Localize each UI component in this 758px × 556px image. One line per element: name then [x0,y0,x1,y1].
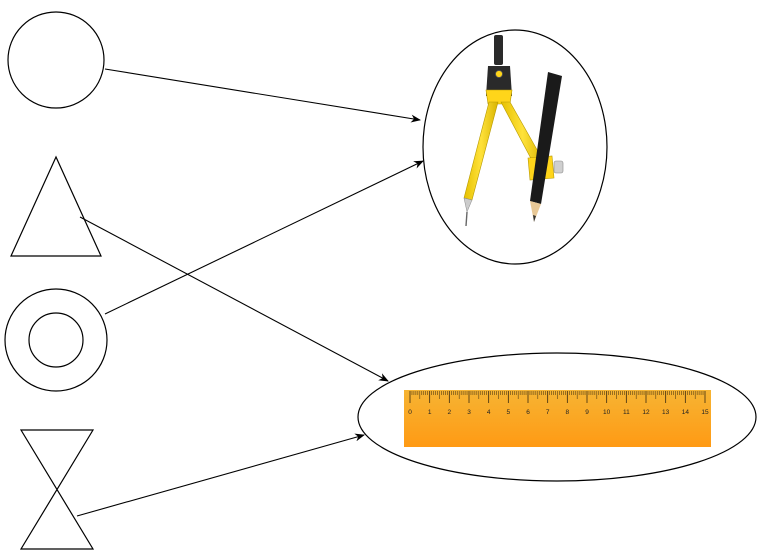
ruler-tick-label: 9 [585,409,589,416]
ruler-tick-label: 4 [487,409,491,416]
ruler-tick-label: 3 [467,409,471,416]
arrow-triangle-to-ruler [79,216,389,382]
ruler-tick-label: 5 [507,409,511,416]
ruler-tick-label: 11 [623,409,630,416]
arrow-concentric-to-compass [104,160,424,315]
ruler-tick-label: 10 [603,409,611,416]
concentric-circles-shape [4,288,108,392]
ruler-ellipse [357,352,757,482]
ruler-tick-label: 1 [428,409,432,416]
ruler-tick-label: 14 [682,409,690,416]
ruler-tick-label: 7 [546,409,550,416]
ruler-tick-label: 12 [642,409,650,416]
circle-shape [7,11,105,109]
ruler-ticks [409,391,706,403]
outer-circle [4,288,108,392]
hourglass-shape [19,429,95,550]
arrow-hourglass-to-ruler [76,433,365,517]
ruler-tick-label: 13 [662,409,670,416]
ruler-tick-label: 2 [448,409,452,416]
compass-ellipse [422,29,608,265]
compass-icon [463,35,564,227]
triangle-shape [10,155,102,257]
ruler-tick-label: 6 [526,409,530,416]
inner-circle [28,312,84,368]
arrow-circle-to-compass [104,68,421,123]
ruler-tick-label: 0 [408,409,412,416]
ruler-body [404,390,711,447]
ruler-tick-label: 15 [701,409,709,416]
ruler-tick-label: 8 [566,409,570,416]
